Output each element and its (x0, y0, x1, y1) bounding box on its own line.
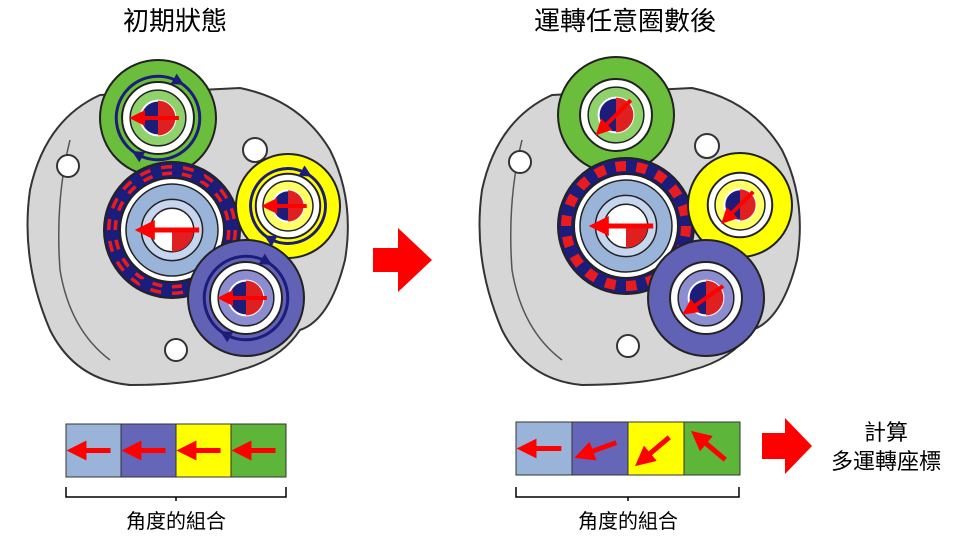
ring-magnet-segment (626, 280, 638, 291)
strip-label-initial: 角度的組合 (126, 509, 226, 533)
result-line-2: 多運轉座標 (831, 450, 941, 475)
strip-label-after: 角度的組合 (578, 509, 678, 533)
ring-magnet-segment (569, 253, 584, 268)
strip-bracket (515, 487, 740, 501)
gear-ring (103, 161, 241, 299)
title-initial: 初期狀態 (123, 7, 227, 37)
angle-arrow-icon (574, 440, 618, 461)
ring-magnet-segment (677, 203, 691, 217)
magnet-half (172, 230, 194, 252)
ring-magnet-segment (584, 268, 599, 283)
plate-inner-step (510, 139, 563, 361)
rotation-arrow-icon (110, 168, 208, 284)
rotation-arrow-icon (219, 260, 290, 343)
gear-yellow (687, 152, 793, 258)
rotation-arrow-icon (114, 73, 185, 156)
ring-magnet-segment (680, 226, 691, 238)
ring-magnet-segment (576, 176, 591, 191)
rotation-arrow-icon (202, 253, 273, 336)
ring-magnet-segment (561, 214, 572, 226)
gear-green (99, 59, 217, 177)
ring-magnet-segment (614, 161, 626, 172)
angle-strip-initial (65, 423, 287, 478)
ring-magnet-segment (635, 161, 649, 175)
result-arrow-icon (762, 418, 812, 474)
mount-hole (242, 137, 268, 163)
gears-initial (99, 59, 341, 357)
rotation-arrow-icon (249, 165, 312, 240)
transition-arrow-icon (373, 228, 432, 292)
mount-hole (164, 338, 188, 362)
gears-after (557, 56, 793, 357)
mount-hole (56, 154, 80, 178)
gear-ring (557, 157, 695, 295)
magnet-half (626, 226, 648, 248)
mount-hole (508, 150, 532, 174)
gear-yellow (235, 153, 341, 259)
ring-magnet-segment (564, 193, 579, 208)
rotation-arrow-icon (131, 80, 202, 163)
gear-angle-arrow-icon (721, 190, 755, 224)
title-after: 運轉任意圈數後 (534, 7, 716, 37)
mount-hole (694, 133, 720, 159)
gear-purple (647, 239, 765, 357)
gear-angle-arrow-icon (682, 284, 725, 315)
magnet-half (740, 189, 756, 221)
ring-magnet-segment (603, 277, 617, 291)
ring-magnet-segment (668, 184, 683, 199)
rotation-arrow-icon (264, 172, 327, 247)
ring-magnet-segment (593, 164, 608, 179)
gear-purple (187, 239, 305, 357)
angle-strip-after (515, 421, 741, 476)
strip-bracket (65, 487, 287, 501)
angle-arrow-icon (635, 435, 671, 467)
gear-angle-arrow-icon (595, 98, 633, 136)
gear-green (557, 56, 675, 174)
result-line-1: 計算 (864, 421, 908, 446)
ring-magnet-segment (561, 235, 575, 249)
mount-hole (616, 334, 640, 358)
magnet-half (616, 97, 634, 133)
ring-magnet-segment (653, 169, 668, 184)
angle-arrow-icon (691, 430, 727, 462)
